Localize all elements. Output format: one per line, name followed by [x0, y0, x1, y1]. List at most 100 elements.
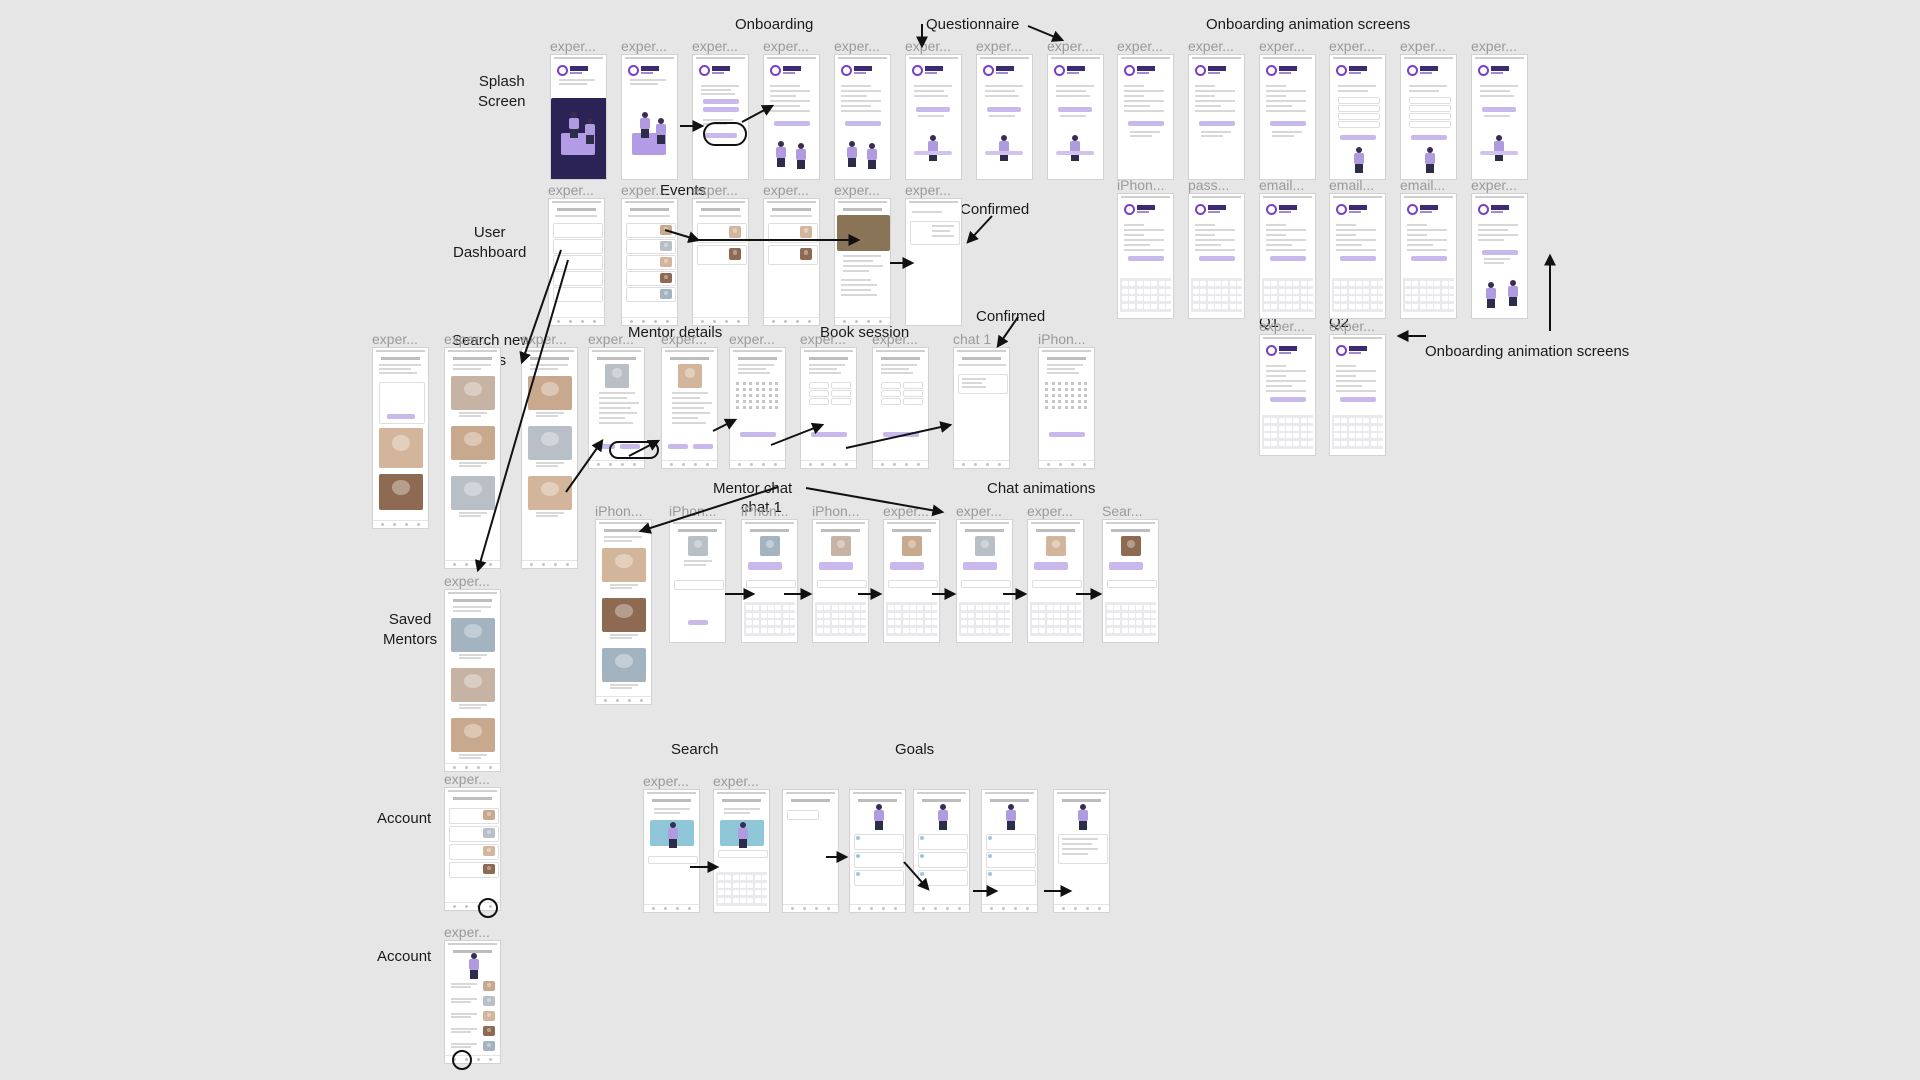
- screen-frame[interactable]: [981, 789, 1038, 913]
- key: [754, 890, 761, 895]
- screen-frame[interactable]: [444, 589, 501, 772]
- screen-frame[interactable]: [1259, 193, 1316, 319]
- screen-title: [678, 529, 717, 532]
- status-bar: [673, 522, 722, 524]
- screen-frame[interactable]: [1259, 54, 1316, 180]
- screen-frame[interactable]: [444, 347, 501, 569]
- screen-frame[interactable]: [905, 54, 962, 180]
- screen-frame[interactable]: [741, 519, 798, 643]
- screen-frame[interactable]: [763, 54, 820, 180]
- text-placeholder: [841, 90, 881, 92]
- frame-title: exper...: [692, 182, 738, 198]
- screen-title: [670, 357, 709, 360]
- screen-frame[interactable]: [1188, 54, 1245, 180]
- goal-card: [918, 870, 968, 886]
- screen-frame[interactable]: [1471, 193, 1528, 319]
- key: [1114, 627, 1121, 633]
- mentor-photo: [729, 248, 741, 260]
- screen-frame[interactable]: [661, 347, 718, 469]
- bottom-nav: [801, 460, 856, 468]
- screen-frame[interactable]: [883, 519, 940, 643]
- button-placeholder: [705, 133, 737, 138]
- text-placeholder: [1266, 365, 1286, 367]
- screen-frame[interactable]: [713, 789, 770, 913]
- screen-frame[interactable]: [729, 347, 786, 469]
- screen-frame[interactable]: [1329, 334, 1386, 456]
- screen-frame[interactable]: [1259, 334, 1316, 456]
- key: [761, 882, 768, 888]
- goal-card: [918, 834, 968, 850]
- chat-bubble: [819, 562, 853, 570]
- screen-frame[interactable]: [1102, 519, 1159, 643]
- text-placeholder: [530, 368, 558, 370]
- mentor-photo: [528, 376, 572, 410]
- nav-icon: [557, 320, 560, 323]
- key: [1264, 288, 1270, 294]
- key: [846, 627, 853, 633]
- screen-frame[interactable]: [1027, 519, 1084, 643]
- screen-frame[interactable]: [763, 198, 820, 326]
- key: [1193, 288, 1199, 294]
- screen-frame[interactable]: [849, 789, 906, 913]
- screen-frame[interactable]: [548, 198, 605, 326]
- person-illustration: [1423, 147, 1437, 173]
- calendar-day: [742, 382, 746, 385]
- time-slot: [881, 390, 901, 397]
- screen-frame[interactable]: [913, 789, 970, 913]
- expert-logo-icon: [1478, 65, 1489, 76]
- calendar-day: [1064, 382, 1068, 385]
- goal-badge-icon: [856, 872, 860, 876]
- screen-frame[interactable]: [444, 787, 501, 911]
- screen-frame[interactable]: [1117, 54, 1174, 180]
- text-placeholder: [1338, 90, 1368, 92]
- screen-frame[interactable]: [812, 519, 869, 643]
- key: [1207, 281, 1214, 286]
- screen-frame[interactable]: [1053, 789, 1110, 913]
- frame-title: exper...: [1471, 38, 1517, 54]
- screen-frame[interactable]: [1400, 193, 1457, 319]
- screen-frame[interactable]: [643, 789, 700, 913]
- screen-frame[interactable]: [621, 198, 678, 326]
- screen-frame[interactable]: [692, 198, 749, 326]
- screen-frame[interactable]: [834, 54, 891, 180]
- screen-frame[interactable]: [595, 519, 652, 705]
- screen-frame[interactable]: [1400, 54, 1457, 180]
- screen-frame[interactable]: [1329, 193, 1386, 319]
- screen-frame[interactable]: [372, 347, 429, 529]
- text-placeholder: [932, 225, 954, 227]
- screen-frame[interactable]: [905, 198, 962, 326]
- screen-frame[interactable]: [1329, 54, 1386, 180]
- screen-frame[interactable]: [444, 940, 501, 1064]
- status-bar: [1121, 57, 1170, 59]
- frame-title: iPhon...: [1038, 331, 1086, 347]
- key: [917, 620, 924, 625]
- logo-wordmark: [570, 66, 588, 71]
- key: [1271, 425, 1278, 431]
- screen-frame[interactable]: [782, 789, 839, 913]
- screen-frame[interactable]: [669, 519, 726, 643]
- screen-frame[interactable]: [1188, 193, 1245, 319]
- screen-frame[interactable]: [692, 54, 749, 180]
- screen-frame[interactable]: [1471, 54, 1528, 180]
- logo-tagline: [1208, 72, 1220, 74]
- nav-icon: [1014, 907, 1017, 910]
- text-placeholder: [1266, 234, 1286, 236]
- screen-frame[interactable]: [621, 54, 678, 180]
- screen-frame[interactable]: [953, 347, 1010, 469]
- bottom-nav: [373, 520, 428, 528]
- text-placeholder: [459, 465, 481, 467]
- screen-frame[interactable]: [800, 347, 857, 469]
- nav-icon: [688, 907, 691, 910]
- screen-frame[interactable]: [956, 519, 1013, 643]
- key: [1271, 303, 1278, 309]
- screen-frame[interactable]: [872, 347, 929, 469]
- screen-frame[interactable]: [521, 347, 578, 569]
- screen-frame[interactable]: [976, 54, 1033, 180]
- logo-wordmark: [1420, 205, 1438, 210]
- screen-frame[interactable]: [1047, 54, 1104, 180]
- screen-frame[interactable]: [834, 198, 891, 326]
- screen-frame[interactable]: [1038, 347, 1095, 469]
- screen-frame[interactable]: [1117, 193, 1174, 319]
- screen-frame[interactable]: [550, 54, 607, 180]
